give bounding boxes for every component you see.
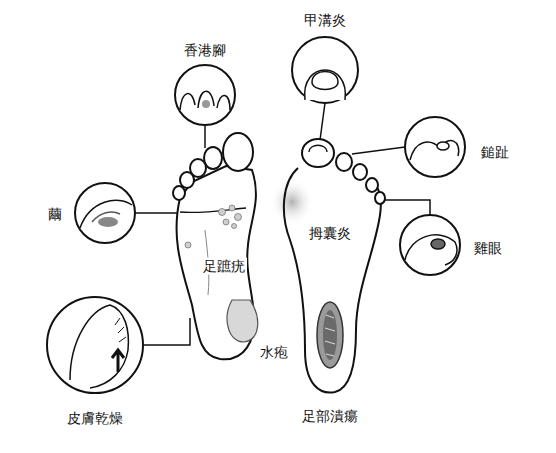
label-text: 雞眼 — [472, 240, 504, 257]
label-text: 繭 — [46, 206, 64, 223]
label-text: 皮膚乾燥 — [65, 410, 125, 427]
bunion-shade — [270, 178, 314, 226]
inset-details — [70, 70, 459, 388]
label-text: 拇囊炎 — [307, 225, 353, 242]
label-text: 甲溝炎 — [302, 12, 348, 29]
warts — [185, 205, 242, 248]
blister — [227, 300, 258, 342]
top-foot — [284, 139, 385, 393]
inset-circles — [47, 37, 465, 393]
ulcer — [317, 302, 343, 368]
label-text: 水疱 — [258, 344, 290, 361]
label-text: 鎚趾 — [479, 144, 511, 161]
label-text: 足蹠疣 — [201, 258, 247, 275]
label-text: 香港腳 — [182, 42, 228, 59]
label-text: 足部潰瘍 — [300, 408, 360, 425]
